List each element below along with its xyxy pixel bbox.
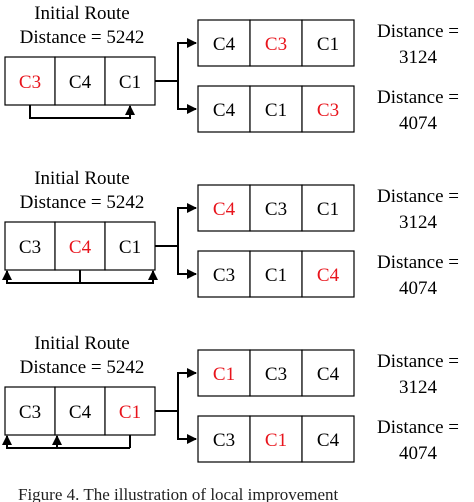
result-cell-3-label: C4 — [317, 364, 340, 385]
result-cell-3-label: C4 — [317, 430, 340, 451]
result-route-1: C4 C3 C1 Distance = 3124 — [197, 184, 459, 233]
result-cell-3-box — [301, 184, 355, 232]
result-cell-2-label: C3 — [265, 34, 287, 55]
result-cell-2-box — [249, 415, 303, 463]
initial-cell-2-box — [54, 221, 106, 271]
result-cell-1-box — [197, 250, 251, 298]
result-cell-3-box — [301, 19, 355, 67]
move-connector-line — [29, 105, 135, 119]
result-cell-1-label: C4 — [213, 34, 236, 55]
result-cell-1-box — [197, 184, 251, 232]
initial-cell-1-box — [4, 221, 56, 271]
result-cell-3-label: C3 — [317, 100, 339, 121]
result-distance-value: 4074 — [399, 443, 438, 464]
branch-arrow-bottom — [177, 81, 197, 114]
initial-cell-1-label: C3 — [19, 237, 41, 258]
result-cell-3-box — [301, 250, 355, 298]
initial-route-distance: Distance = 5242 — [20, 192, 145, 213]
result-route-1: C1 C3 C4 Distance = 3124 — [197, 349, 459, 398]
result-distance-value: 3124 — [399, 47, 438, 68]
initial-cell-1-label: C3 — [19, 402, 41, 423]
branch-arrow-top — [177, 203, 197, 246]
result-cell-3-box — [301, 349, 355, 397]
result-cell-1-label: C3 — [213, 265, 235, 286]
initial-route-title: Initial Route — [34, 168, 130, 189]
branch-connector — [155, 368, 197, 444]
branch-connector — [155, 203, 197, 279]
result-cell-2-label: C3 — [265, 199, 287, 220]
result-cell-1-label: C4 — [213, 199, 236, 220]
result-cell-1-label: C1 — [213, 364, 235, 385]
result-distance-label: Distance = — [377, 87, 459, 108]
result-distance-label: Distance = — [377, 417, 459, 438]
branch-connector — [155, 38, 197, 114]
branch-arrow-bottom — [177, 411, 197, 444]
branch-arrow-bottom — [177, 246, 197, 279]
move-connector-right — [80, 270, 158, 284]
initial-cell-2-label: C4 — [69, 72, 92, 93]
move-connector-far — [1, 435, 130, 449]
branch-arrow-top — [177, 38, 197, 81]
move-connector — [29, 105, 135, 119]
initial-cell-2-label: C4 — [69, 402, 92, 423]
initial-cell-1-label: C3 — [19, 72, 41, 93]
branch-arrow-top — [177, 368, 197, 411]
result-cell-2-label: C3 — [265, 364, 287, 385]
initial-cell-3-label: C1 — [119, 72, 141, 93]
result-distance-value: 3124 — [399, 377, 438, 398]
result-cell-2-box — [249, 349, 303, 397]
result-route-2: C3 C1 C4 Distance = 4074 — [197, 250, 459, 299]
result-route-2: C3 C1 C4 Distance = 4074 — [197, 415, 459, 464]
initial-cell-1-box — [4, 56, 56, 106]
initial-route-title: Initial Route — [34, 3, 130, 24]
result-cell-2-label: C1 — [265, 430, 287, 451]
result-distance-value: 4074 — [399, 113, 438, 134]
result-cell-2-label: C1 — [265, 100, 287, 121]
result-cell-1-label: C3 — [213, 430, 235, 451]
result-cell-2-box — [249, 250, 303, 298]
result-cell-2-box — [249, 184, 303, 232]
move-connector-left — [1, 270, 80, 284]
result-route-2: C4 C1 C3 Distance = 4074 — [197, 85, 459, 134]
result-cell-3-label: C1 — [317, 199, 339, 220]
result-route-1: C4 C3 C1 Distance = 3124 — [197, 19, 459, 68]
result-cell-3-box — [301, 85, 355, 133]
initial-cell-1-box — [4, 386, 56, 436]
move-connector — [1, 435, 131, 449]
move-connector — [1, 270, 158, 284]
initial-route-distance: Distance = 5242 — [20, 357, 145, 378]
initial-cell-2-box — [54, 56, 106, 106]
result-distance-label: Distance = — [377, 351, 459, 372]
initial-cell-3-box — [104, 386, 156, 436]
result-distance-label: Distance = — [377, 21, 459, 42]
result-distance-value: 3124 — [399, 212, 438, 233]
initial-cell-2-label: C4 — [69, 237, 92, 258]
initial-route-distance: Distance = 5242 — [20, 27, 145, 48]
figure-caption: Figure 4. The illustration of local impr… — [18, 485, 339, 502]
result-cell-2-label: C1 — [265, 265, 287, 286]
result-distance-value: 4074 — [399, 278, 438, 299]
result-cell-3-label: C1 — [317, 34, 339, 55]
result-cell-1-label: C4 — [213, 100, 236, 121]
initial-cell-3-label: C1 — [119, 237, 141, 258]
result-cell-3-label: C4 — [317, 265, 340, 286]
result-cell-3-box — [301, 415, 355, 463]
result-distance-label: Distance = — [377, 252, 459, 273]
initial-route-title: Initial Route — [34, 333, 130, 354]
result-distance-label: Distance = — [377, 186, 459, 207]
initial-cell-3-label: C1 — [119, 402, 141, 423]
